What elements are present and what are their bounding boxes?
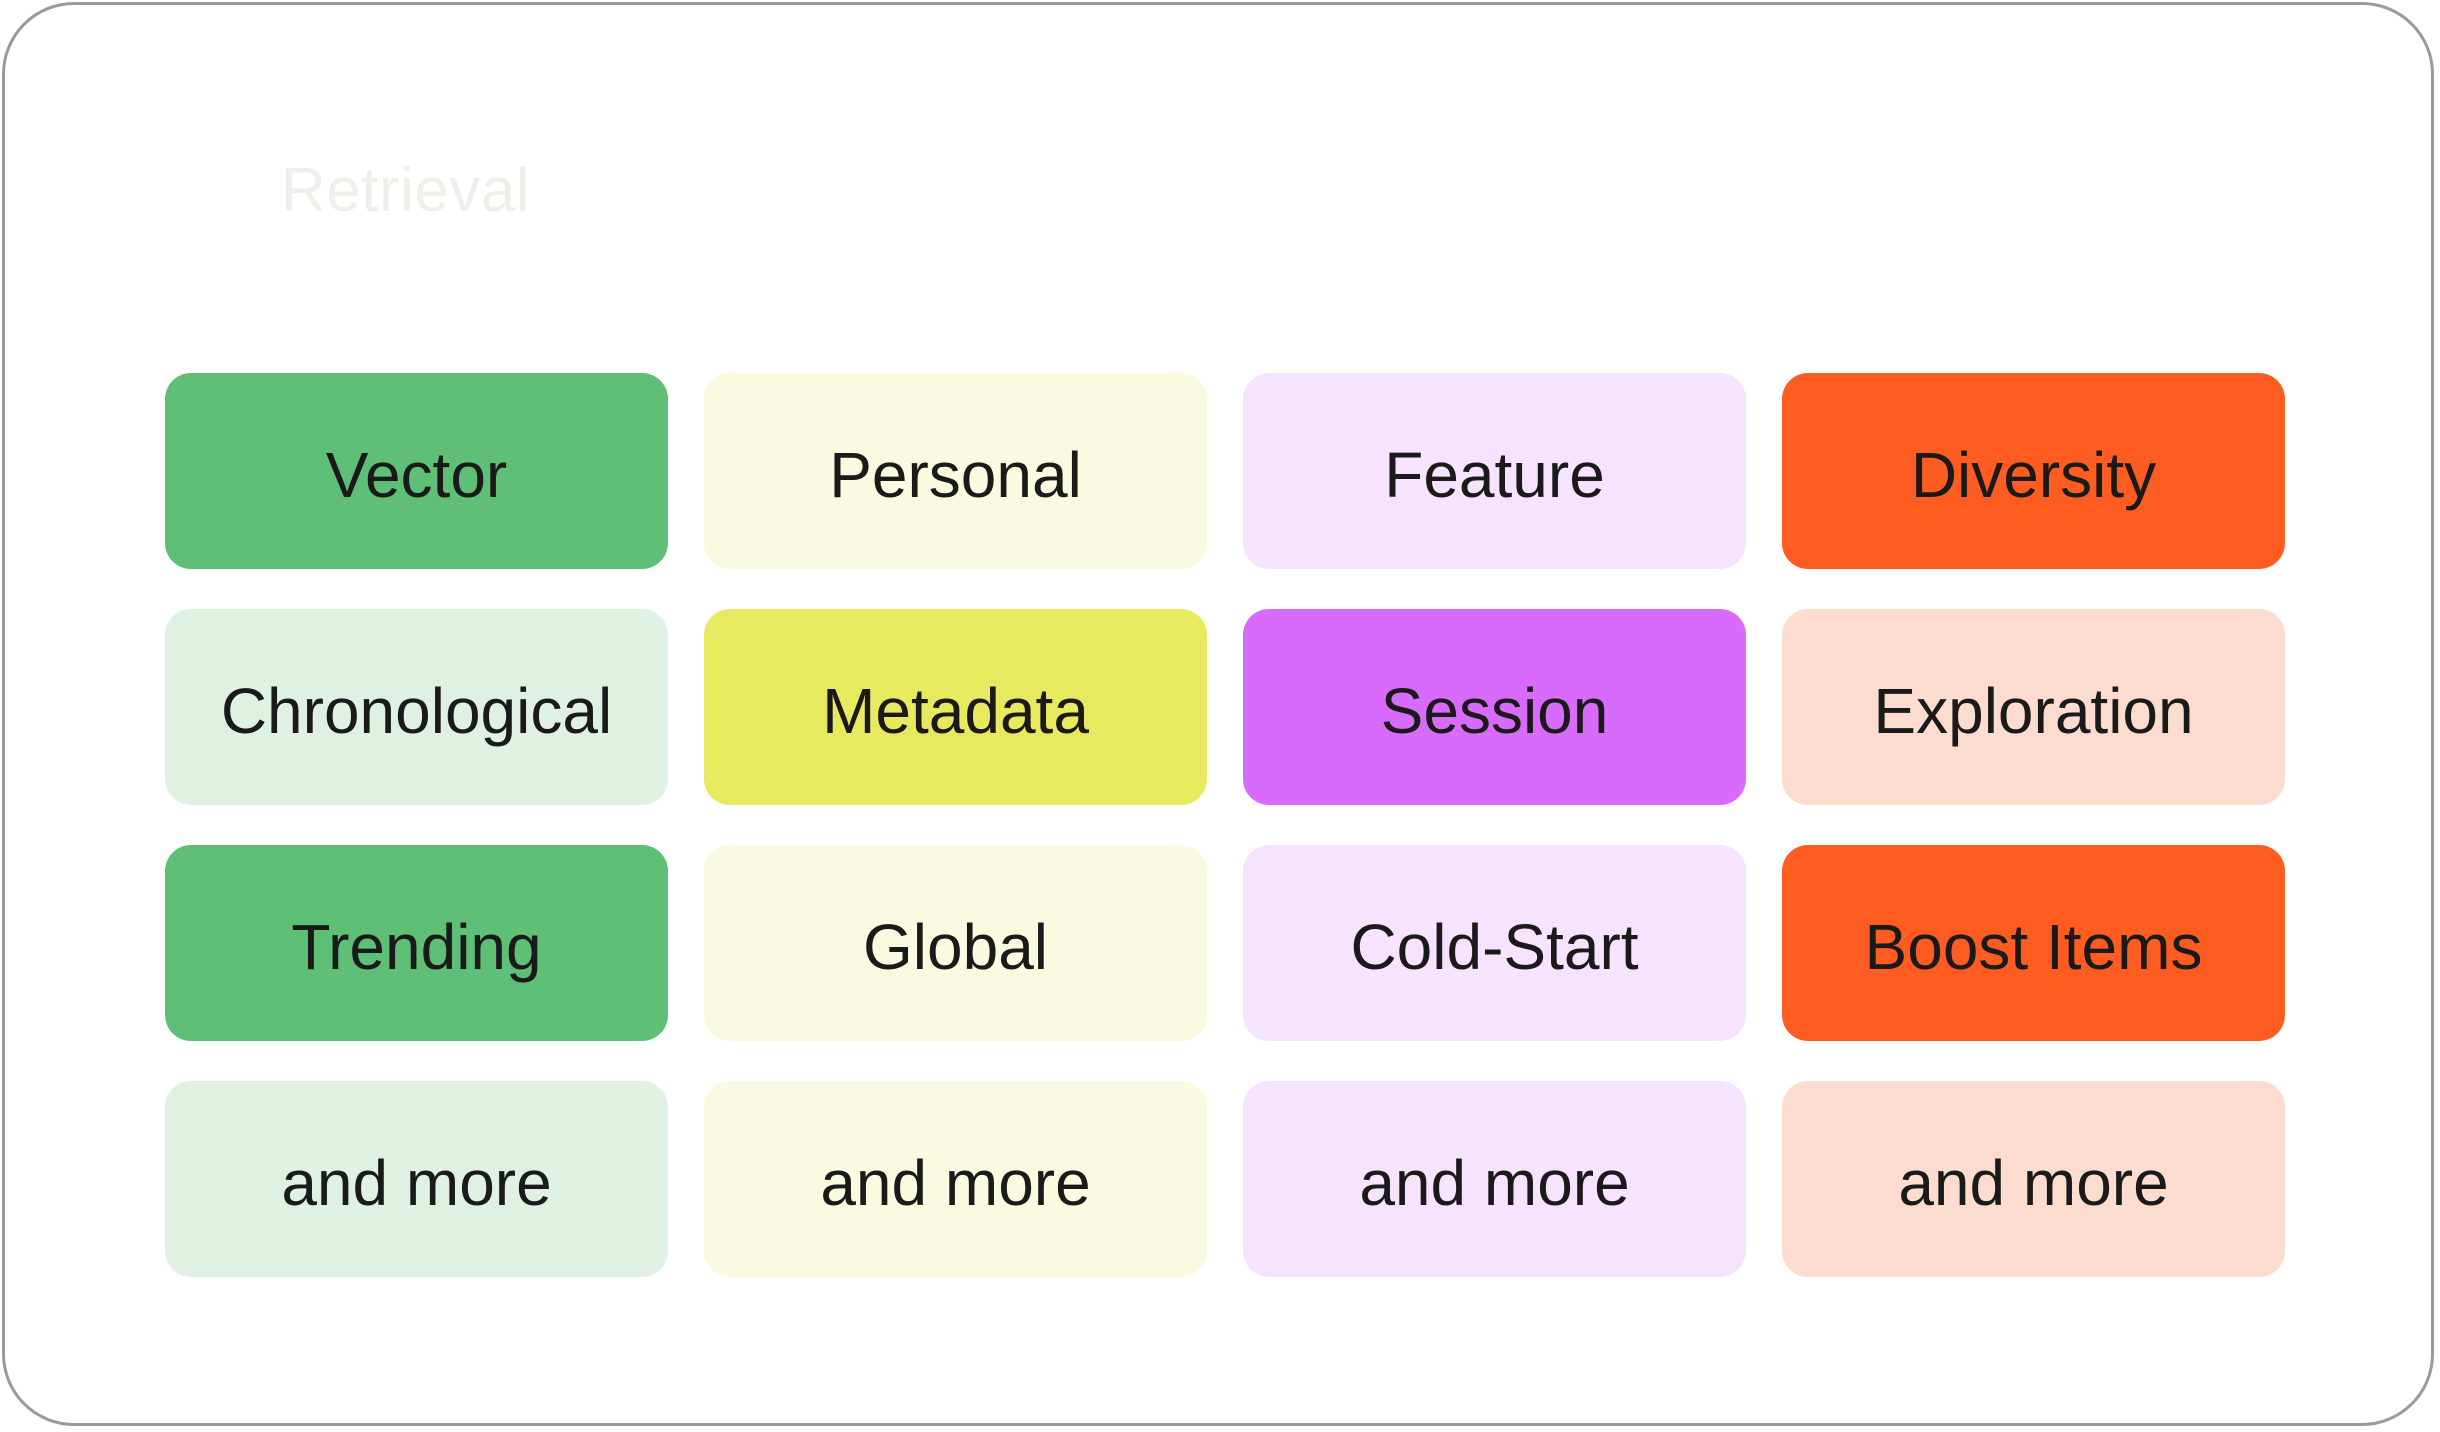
- tile-trending: Trending: [165, 845, 668, 1041]
- tile-and-more-col2: and more: [704, 1081, 1207, 1277]
- tile-and-more-col1: and more: [165, 1081, 668, 1277]
- tile-and-more-col4: and more: [1782, 1081, 2285, 1277]
- tile-boost-items: Boost Items: [1782, 845, 2285, 1041]
- diagram-title: Retrieval: [281, 156, 531, 225]
- tile-diversity: Diversity: [1782, 373, 2285, 569]
- tile-feature: Feature: [1243, 373, 1746, 569]
- tile-exploration: Exploration: [1782, 609, 2285, 805]
- tile-cold-start: Cold-Start: [1243, 845, 1746, 1041]
- tile-chronological: Chronological: [165, 609, 668, 805]
- tile-vector: Vector: [165, 373, 668, 569]
- retrieval-grid: Vector Personal Feature Diversity Chrono…: [165, 373, 2285, 1277]
- tile-personal: Personal: [704, 373, 1207, 569]
- tile-global: Global: [704, 845, 1207, 1041]
- tile-session: Session: [1243, 609, 1746, 805]
- tile-metadata: Metadata: [704, 609, 1207, 805]
- tile-and-more-col3: and more: [1243, 1081, 1746, 1277]
